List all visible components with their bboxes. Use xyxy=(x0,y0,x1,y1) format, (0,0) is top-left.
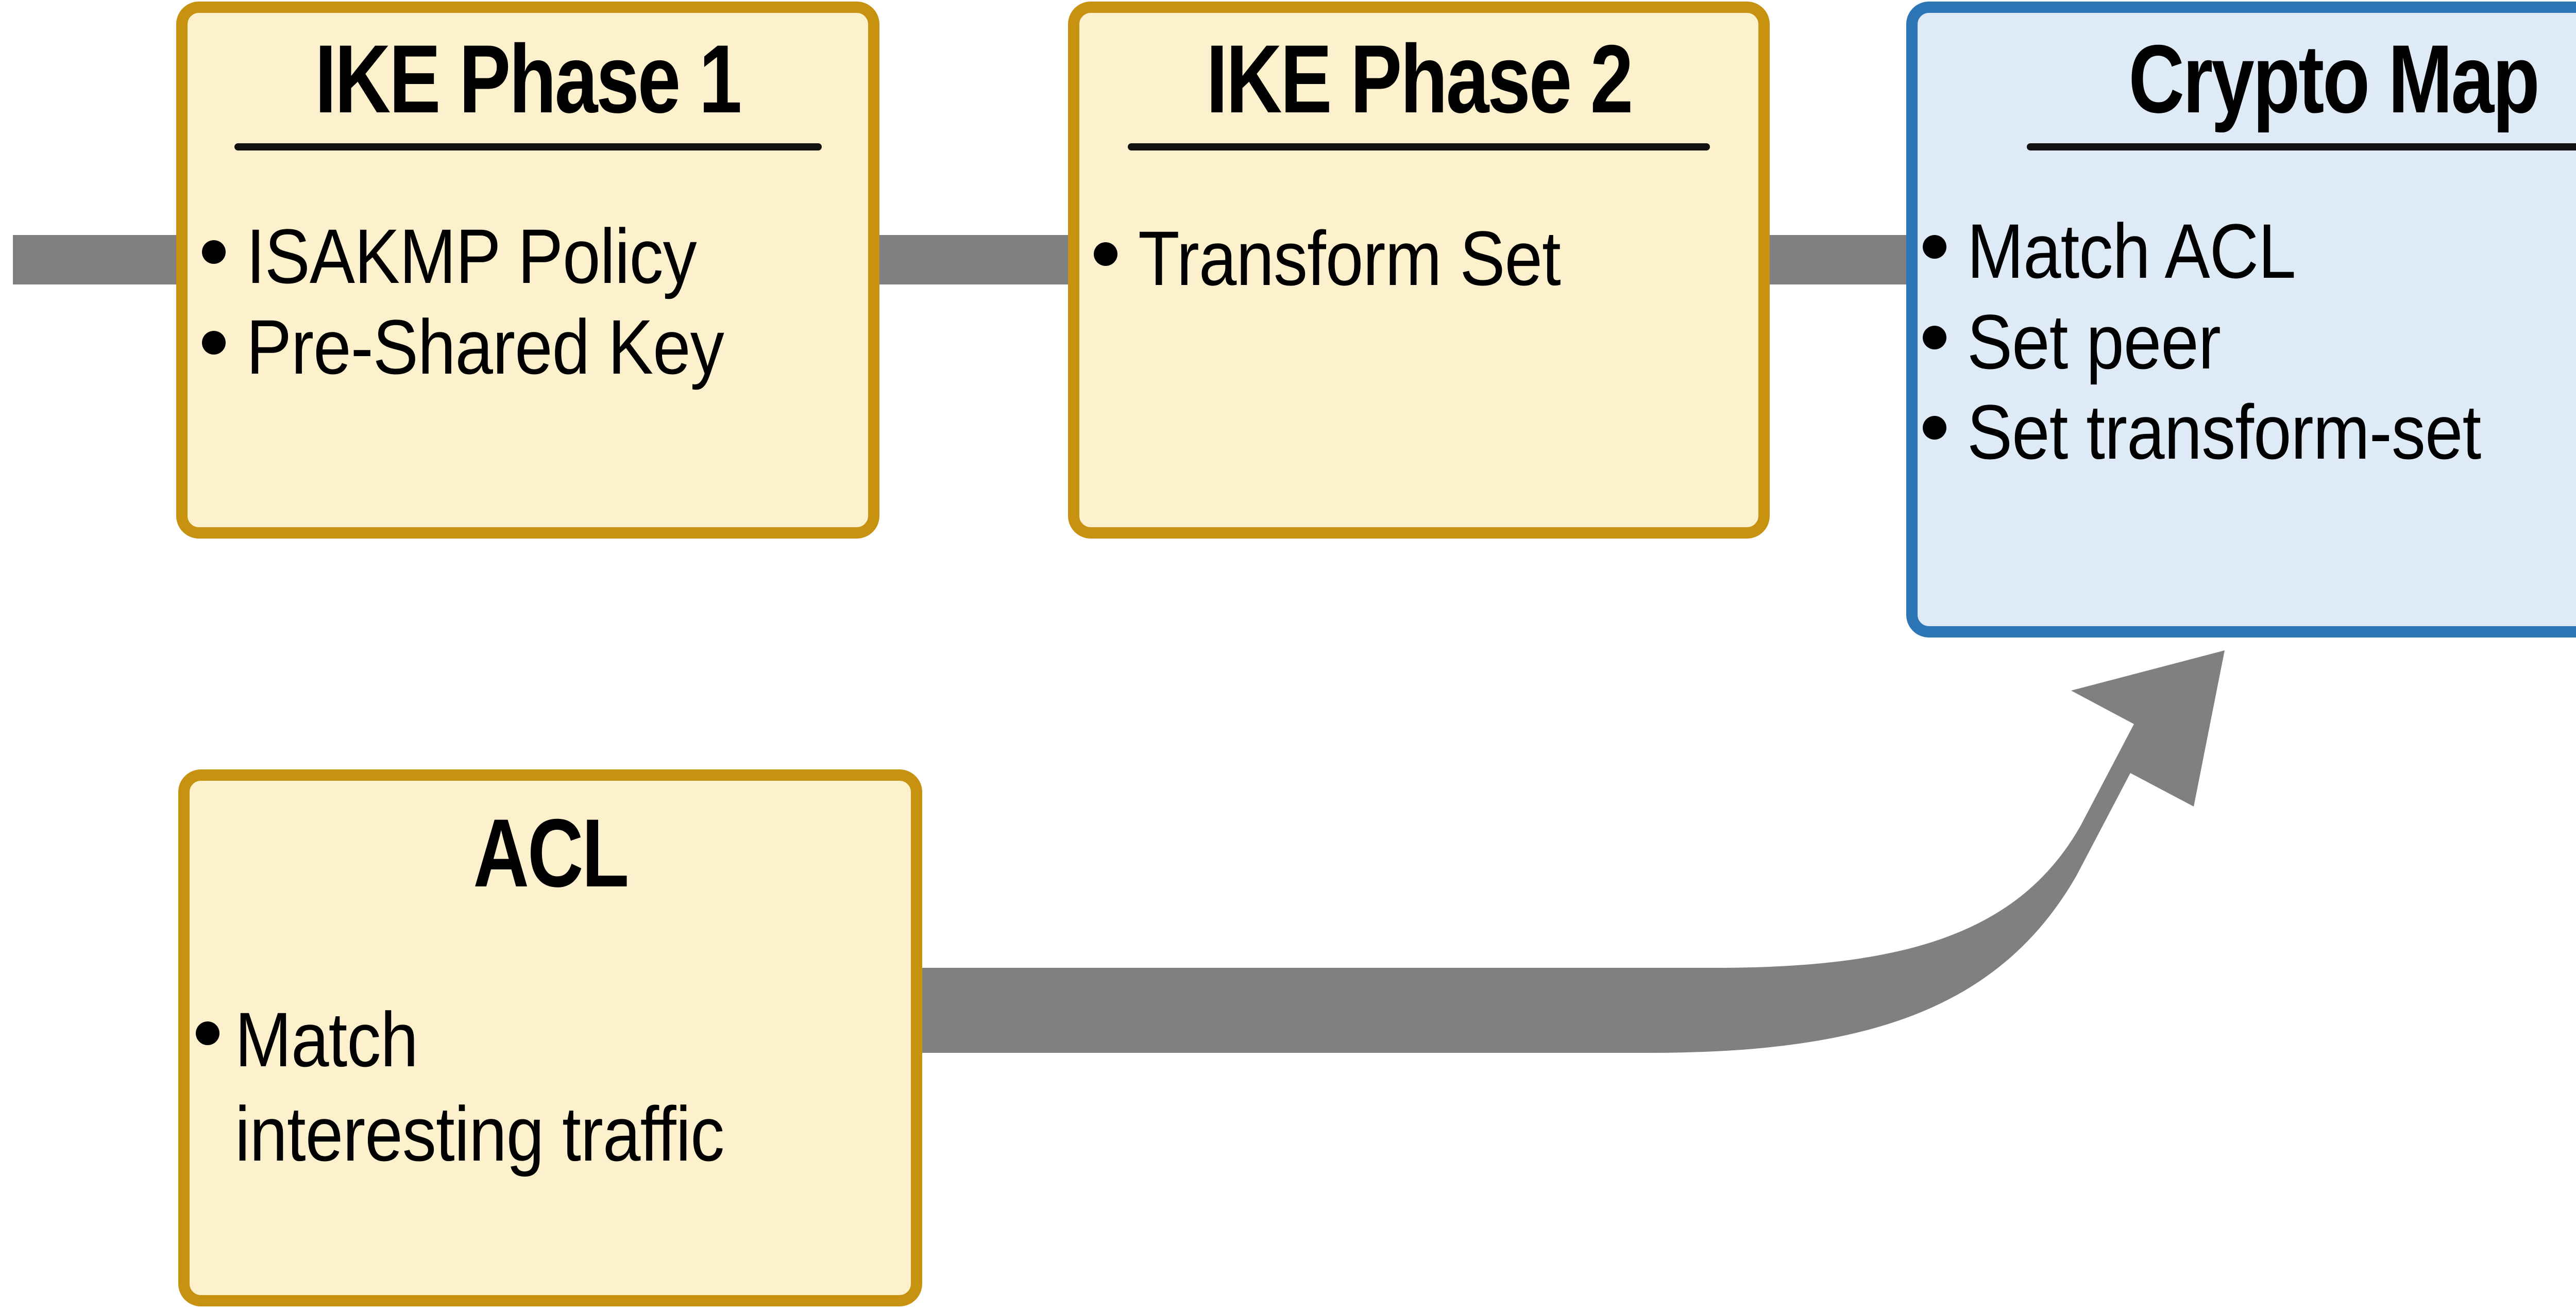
list-item: Pre-Shared Key xyxy=(202,302,868,393)
title-underline xyxy=(2027,143,2576,151)
bullet-label: Pre-Shared Key xyxy=(246,303,724,390)
bullet-dot-icon xyxy=(1923,325,1946,349)
list-item: Set transform-set xyxy=(1923,387,2576,478)
list-item: Set peer xyxy=(1923,297,2576,388)
bullet-label: ISAKMP Policy xyxy=(246,213,697,300)
bullet-dot-icon xyxy=(196,1021,219,1046)
node-title-wrap: IKE Phase 1 xyxy=(188,13,868,151)
node-title-wrap: ACL xyxy=(190,781,911,904)
bullet-list: ISAKMP Policy Pre-Shared Key xyxy=(188,211,868,392)
node-ike-phase-2[interactable]: IKE Phase 2 Transform Set xyxy=(1068,2,1770,539)
title-underline xyxy=(1128,143,1710,151)
node-title: IKE Phase 1 xyxy=(315,25,742,133)
bullet-dot-icon xyxy=(1094,242,1117,266)
bullet-label: Transform Set xyxy=(1138,215,1561,302)
bullet-dot-icon xyxy=(202,240,226,264)
bullet-list: Match interesting traffic xyxy=(190,993,911,1181)
node-title: IKE Phase 2 xyxy=(1206,25,1633,133)
list-item: Match interesting traffic xyxy=(196,993,911,1181)
node-ike-phase-1[interactable]: IKE Phase 1 ISAKMP Policy Pre-Shared Key xyxy=(176,2,879,539)
node-title: Crypto Map xyxy=(2128,25,2539,133)
bullet-dot-icon xyxy=(202,330,226,355)
node-acl[interactable]: ACL Match interesting traffic xyxy=(178,769,922,1306)
title-underline xyxy=(234,143,822,151)
bullet-list: Match ACL Set peer Set transform-set xyxy=(1918,206,2576,478)
bullet-list: Transform Set xyxy=(1079,213,1758,304)
node-title-wrap: Crypto Map xyxy=(1918,13,2576,151)
bullet-label: Match interesting traffic xyxy=(235,996,724,1178)
bullet-label: Set transform-set xyxy=(1967,389,2481,476)
node-title: ACL xyxy=(473,799,629,907)
list-item: Transform Set xyxy=(1094,213,1758,304)
bullet-dot-icon xyxy=(1923,235,1946,259)
list-item: ISAKMP Policy xyxy=(202,211,868,302)
node-crypto-map[interactable]: Crypto Map Match ACL Set peer Set transf… xyxy=(1906,2,2576,637)
bullet-label: Match ACL xyxy=(1967,208,2296,295)
list-item: Match ACL xyxy=(1923,206,2576,297)
node-title-wrap: IKE Phase 2 xyxy=(1079,13,1758,151)
bullet-dot-icon xyxy=(1923,416,1946,440)
bullet-label: Set peer xyxy=(1967,298,2221,385)
